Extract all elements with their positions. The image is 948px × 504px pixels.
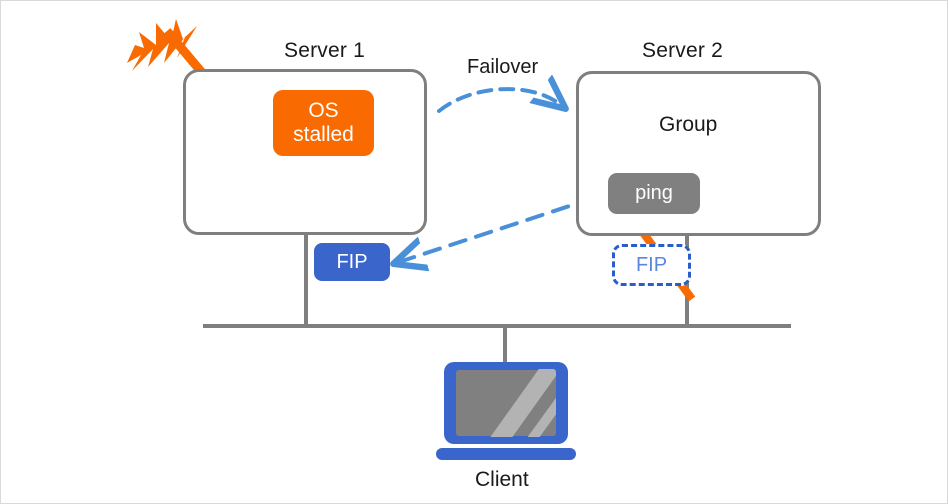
ping-badge: ping	[608, 173, 700, 214]
server2-fip-label: FIP	[635, 253, 668, 276]
server1-fip-label: FIP	[336, 250, 368, 273]
network-bus	[203, 234, 791, 369]
server2-fip-badge: FIP	[612, 244, 691, 286]
server1-title: Server 1	[284, 39, 365, 62]
lightning-burst-icon	[127, 19, 208, 78]
server2-title: Server 2	[642, 39, 723, 62]
os-stalled-line2: stalled	[293, 123, 354, 146]
group-label: Group	[659, 113, 718, 136]
laptop-icon	[436, 362, 576, 460]
ping-label: ping	[635, 182, 673, 205]
failover-label: Failover	[467, 56, 539, 78]
os-stalled-line1: OS	[308, 99, 339, 123]
server1-fip-badge: FIP	[314, 243, 390, 281]
client-label: Client	[475, 468, 529, 491]
failover-arrow	[437, 89, 561, 113]
os-stalled-badge: OS stalled	[273, 90, 374, 156]
